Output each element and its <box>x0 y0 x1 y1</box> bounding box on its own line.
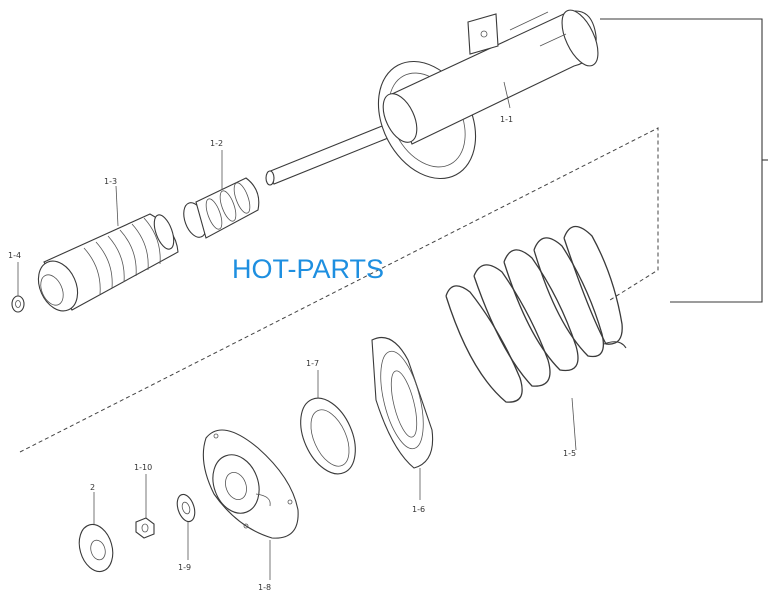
cap-part <box>78 492 114 573</box>
nut-part <box>135 474 155 539</box>
label-1-6: 1-6 <box>412 505 425 514</box>
dust-boot-part <box>37 185 179 312</box>
upper-spring-seat-part <box>371 336 434 500</box>
assembly-dashed-outline <box>19 127 659 453</box>
label-1-5: 1-5 <box>563 449 576 458</box>
watermark-text: HOT-PARTS <box>232 254 384 284</box>
label-1-10: 1-10 <box>134 463 152 472</box>
label-1-2: 1-2 <box>210 139 223 148</box>
label-2: 2 <box>90 483 95 492</box>
bearing-part <box>300 370 356 475</box>
strut-body-part <box>265 9 599 186</box>
small-washer-part <box>176 493 196 560</box>
coil-spring-part <box>445 225 627 451</box>
label-1-1: 1-1 <box>500 115 513 124</box>
label-1-8: 1-8 <box>258 583 271 592</box>
strut-mount-part <box>202 429 299 580</box>
bump-stop-part <box>183 150 260 239</box>
label-1-7: 1-7 <box>306 359 319 368</box>
label-1-3: 1-3 <box>104 177 117 186</box>
assembly-bracket <box>600 18 768 303</box>
label-1-9: 1-9 <box>178 563 191 572</box>
label-1-4: 1-4 <box>8 251 21 260</box>
washer-part <box>11 262 25 313</box>
